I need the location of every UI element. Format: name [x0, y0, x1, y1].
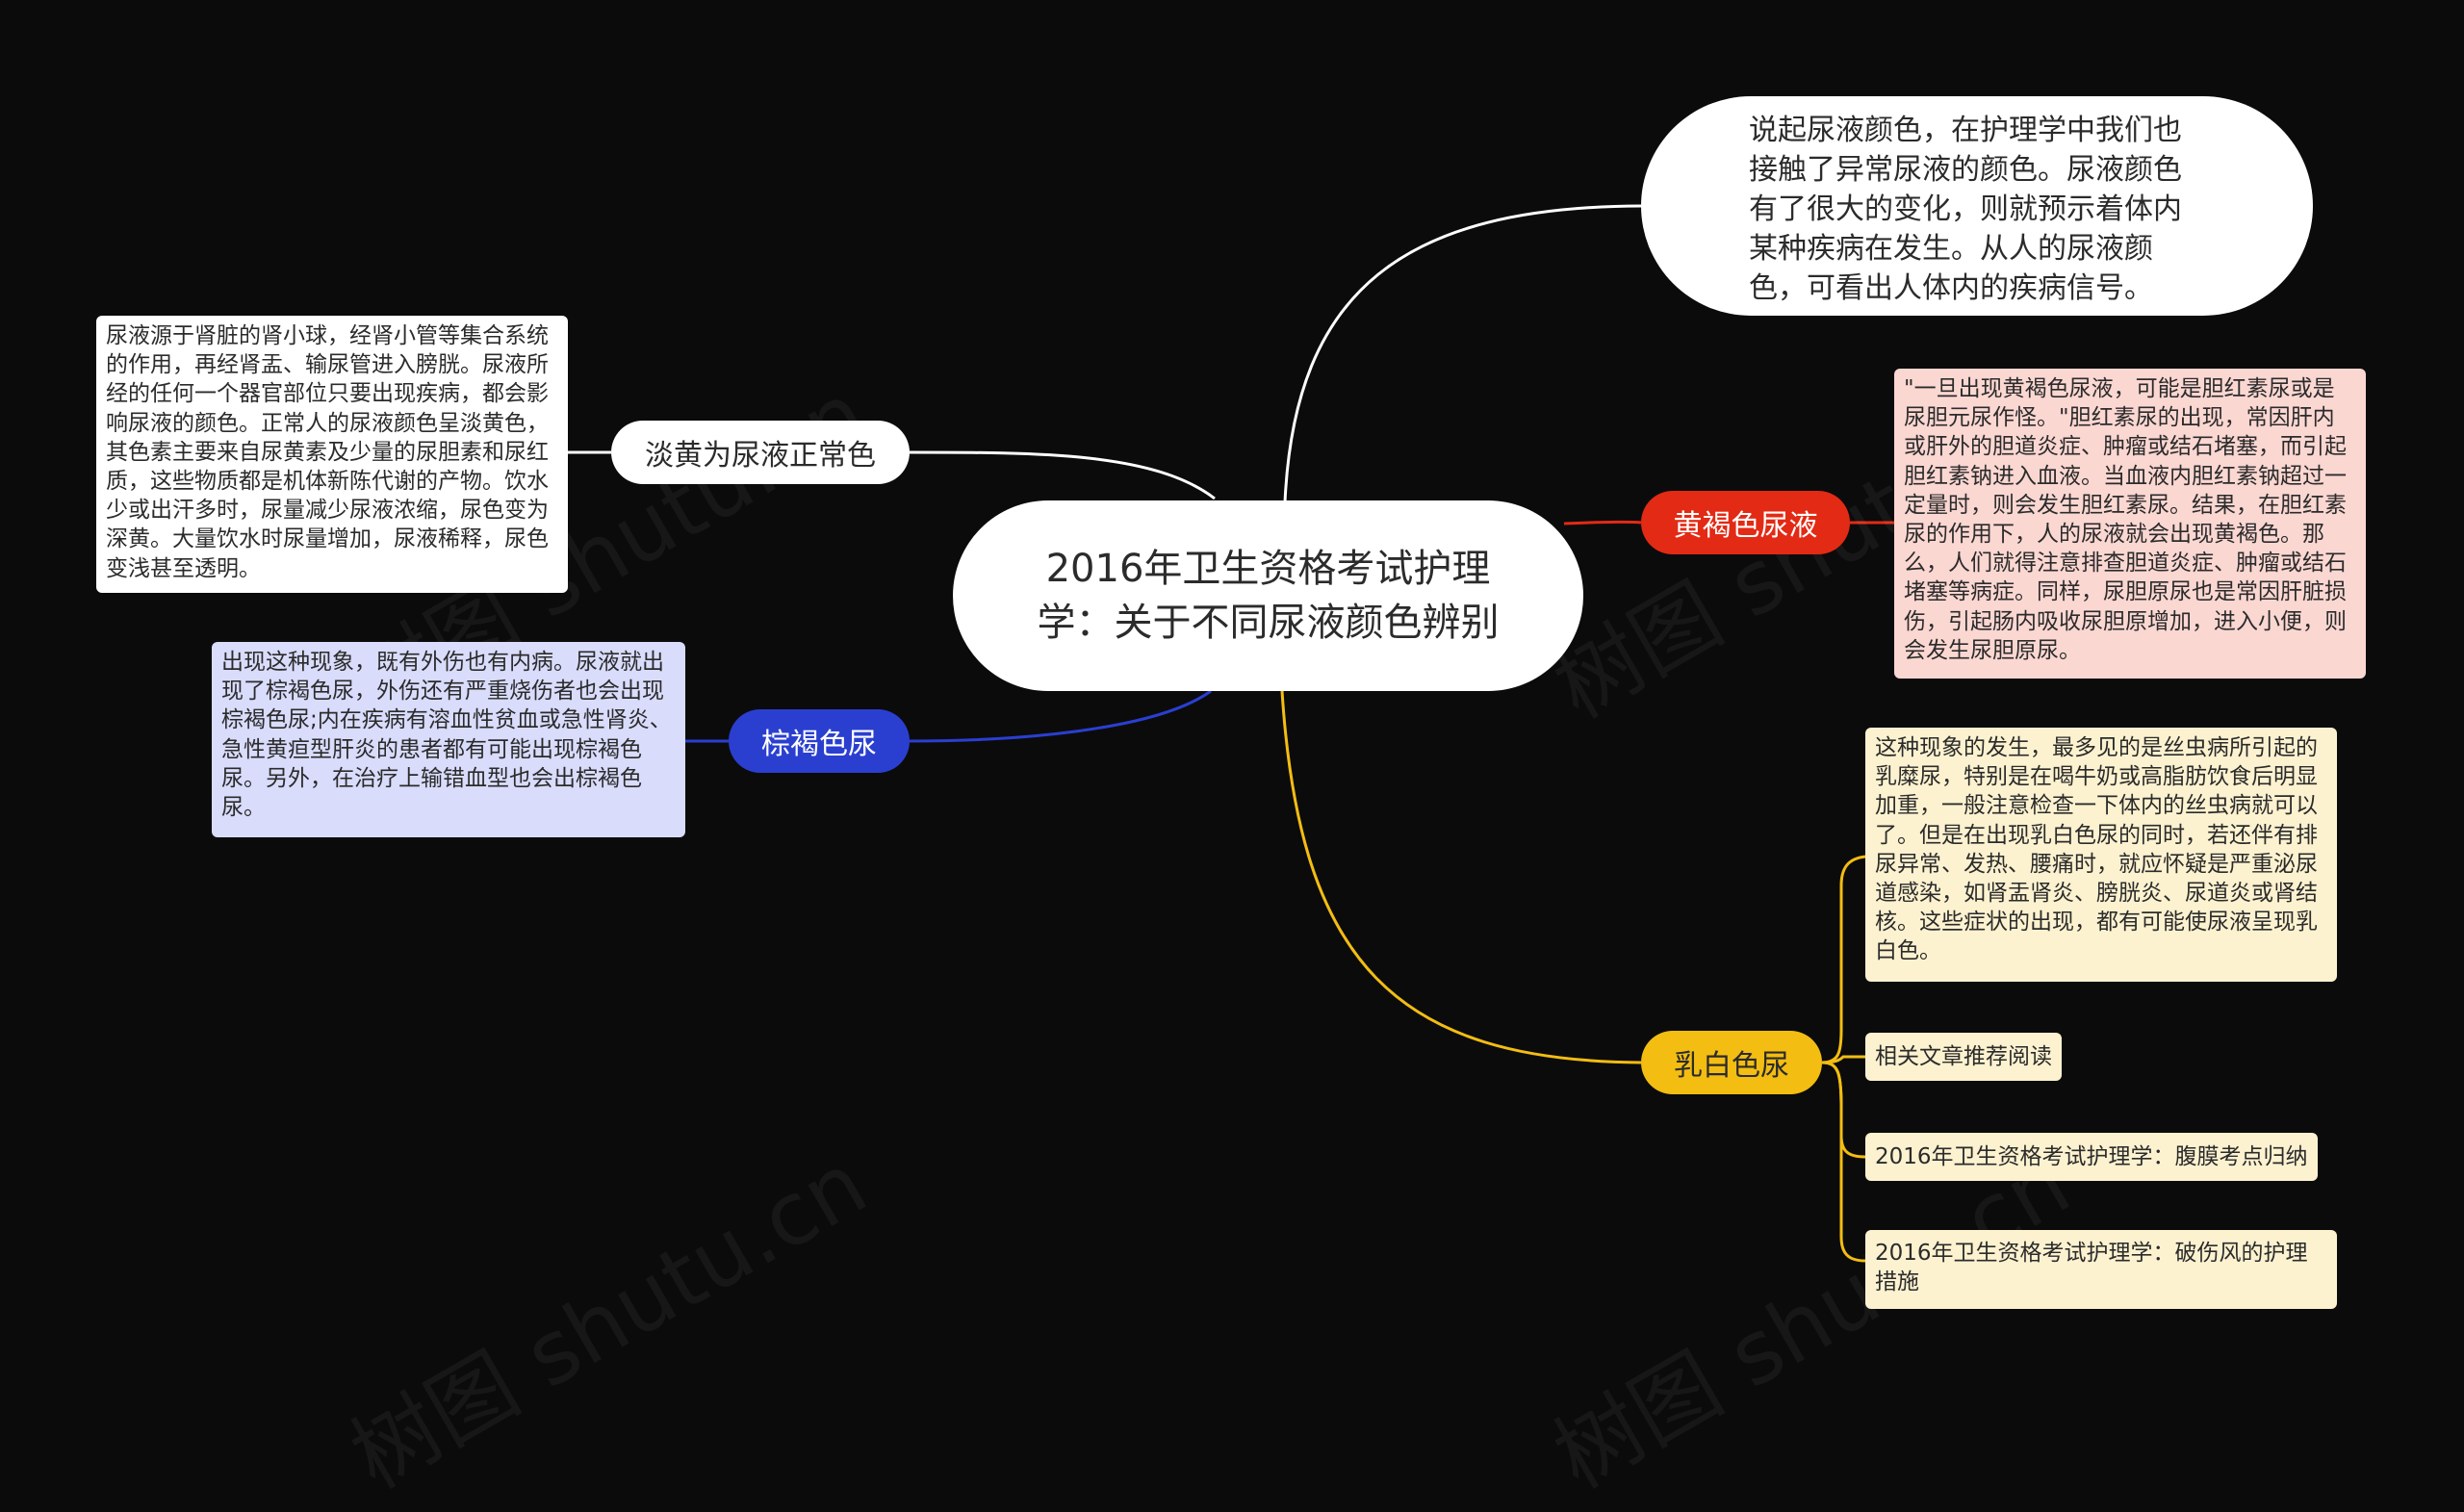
connector-brown — [909, 689, 1212, 743]
connector-yellowbrown — [1563, 520, 1642, 525]
link-peritoneum-text: 2016年卫生资格考试护理学：腹膜考点归纳 — [1875, 1144, 2308, 1169]
intro-topic-text: 说起尿液颜色，在护理学中我们也接触了异常尿液的颜色。尿液颜色有了很大的变化，则就… — [1749, 114, 2182, 305]
link-tetanus-text: 2016年卫生资格考试护理学：破伤风的护理措施 — [1875, 1241, 2308, 1295]
connector-normal — [909, 450, 1216, 500]
note-normal-text: 尿液源于肾脏的肾小球，经肾小管等集合系统的作用，再经肾盂、输尿管进入膀胱。尿液所… — [106, 323, 549, 581]
note-milky-text: 这种现象的发生，最多见的是丝虫病所引起的乳糜尿，特别是在喝牛奶或高脂肪饮食后明显… — [1875, 735, 2318, 964]
note-yellowbrown-urine[interactable]: "一旦出现黄褐色尿液，可能是胆红素尿或是尿胆元尿作怪。"胆红素尿的出现，常因肝内… — [1894, 369, 2366, 679]
intro-topic[interactable]: 说起尿液颜色，在护理学中我们也接触了异常尿液的颜色。尿液颜色有了很大的变化，则就… — [1641, 96, 2313, 316]
branch-yellowbrown-label: 黄褐色尿液 — [1673, 509, 1818, 543]
connector-milky — [1280, 690, 1642, 1064]
branch-brown-urine[interactable]: 棕褐色尿 — [729, 709, 910, 773]
connector-milky-link2 — [1821, 1061, 1866, 1159]
note-yellowbrown-text: "一旦出现黄褐色尿液，可能是胆红素尿或是尿胆元尿作怪。"胆红素尿的出现，常因肝内… — [1904, 376, 2347, 663]
note-milky-urine[interactable]: 这种现象的发生，最多见的是丝虫病所引起的乳糜尿，特别是在喝牛奶或高脂肪饮食后明显… — [1865, 728, 2337, 982]
connector-milky-link1 — [1821, 1055, 1865, 1064]
connector-milky-link3 — [1821, 1061, 1866, 1263]
branch-yellowbrown-urine[interactable]: 黄褐色尿液 — [1641, 491, 1850, 554]
branch-milky-urine[interactable]: 乳白色尿 — [1641, 1031, 1822, 1094]
link-tetanus-care[interactable]: 2016年卫生资格考试护理学：破伤风的护理措施 — [1865, 1230, 2337, 1309]
branch-normal-label: 淡黄为尿液正常色 — [645, 439, 876, 473]
central-topic-title: 2016年卫生资格考试护理学：关于不同尿液颜色辨别 — [1037, 547, 1500, 645]
connector-intro — [1283, 204, 1642, 503]
branch-brown-label: 棕褐色尿 — [761, 728, 877, 761]
note-brown-urine[interactable]: 出现这种现象，既有外伤也有内病。尿液就出现了棕褐色尿，外伤还有严重烧伤者也会出现… — [212, 642, 685, 837]
note-brown-text: 出现这种现象，既有外伤也有内病。尿液就出现了棕褐色尿，外伤还有严重烧伤者也会出现… — [221, 650, 672, 821]
link-peritoneum-notes[interactable]: 2016年卫生资格考试护理学：腹膜考点归纳 — [1865, 1133, 2318, 1181]
link-related-articles[interactable]: 相关文章推荐阅读 — [1865, 1033, 2062, 1081]
branch-milky-label: 乳白色尿 — [1674, 1049, 1789, 1083]
connector-milky-bracket — [1821, 855, 1866, 1064]
branch-normal-color[interactable]: 淡黄为尿液正常色 — [611, 421, 910, 484]
central-topic[interactable]: 2016年卫生资格考试护理学：关于不同尿液颜色辨别 — [953, 500, 1583, 691]
note-normal-color[interactable]: 尿液源于肾脏的肾小球，经肾小管等集合系统的作用，再经肾盂、输尿管进入膀胱。尿液所… — [96, 316, 568, 593]
link-related-articles-text: 相关文章推荐阅读 — [1875, 1044, 2052, 1069]
connector-lines — [568, 204, 1894, 1263]
